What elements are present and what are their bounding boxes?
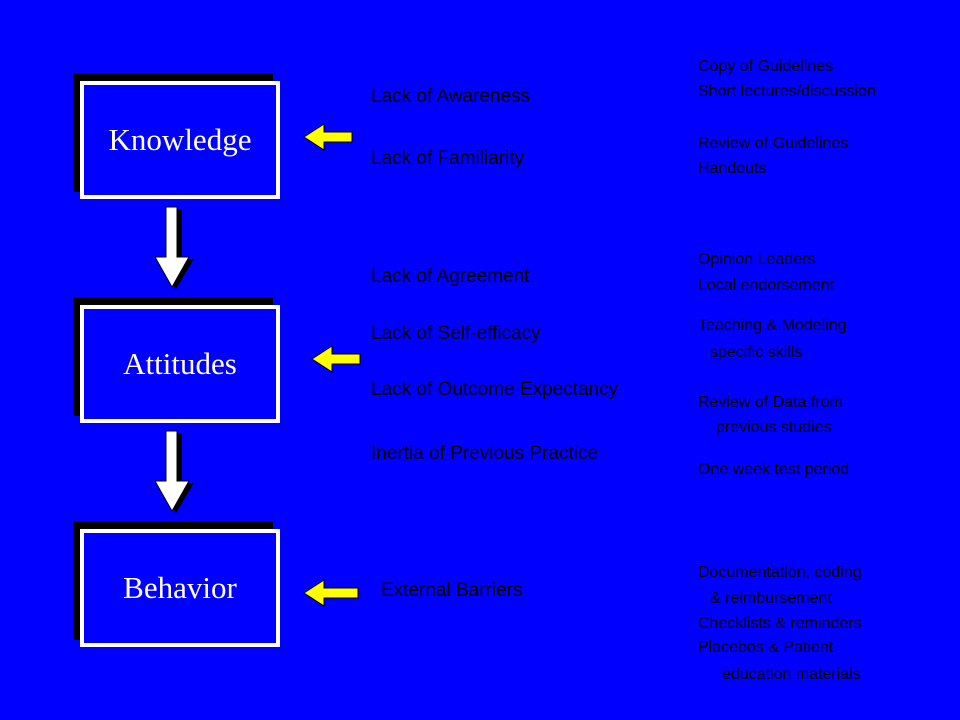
barrier-awareness: Lack of Awareness: [371, 86, 531, 107]
strategy-local-endorsement: Local endorsement: [698, 277, 835, 294]
behavior-box: Behavior: [80, 529, 280, 647]
barrier-inertia: Inertia of Previous Practice: [371, 443, 599, 464]
strategy-review-of-guidelines: Review of Guidelines: [698, 135, 849, 152]
down-arrow-attitudes-to-behavior: [154, 430, 194, 513]
left-arrow-attitudes: [311, 345, 361, 373]
barrier-outcome-expectancy: Lack of Outcome Expectancy: [371, 379, 619, 400]
barrier-agreement: Lack of Agreement: [371, 266, 530, 287]
left-arrow-knowledge: [303, 123, 353, 151]
barrier-self-efficacy: Lack of Self-efficacy: [371, 323, 541, 344]
strategy-short-lectures: Short lectures/discussion: [698, 83, 876, 100]
left-arrow-behavior: [303, 579, 359, 607]
behavior-label: Behavior: [123, 570, 237, 605]
knowledge-box: Knowledge: [80, 81, 280, 199]
barrier-external: External Barriers: [381, 580, 523, 601]
strategy-one-week-test: One week test period: [698, 461, 850, 478]
strategy-review-of-data: Review of Data from: [698, 394, 843, 411]
strategy-reimbursement: & reimbursement: [710, 590, 832, 607]
attitudes-box: Attitudes: [80, 305, 280, 423]
strategy-documentation-coding: Documentation, coding: [698, 564, 862, 581]
strategy-opinion-leaders: Opinion Leaders: [698, 251, 816, 268]
strategy-previous-studies: previous studies: [716, 419, 832, 436]
knowledge-label: Knowledge: [108, 122, 252, 157]
strategy-copy-of-guidelines: Copy of Guidelines: [698, 58, 834, 75]
strategy-handouts: Handouts: [698, 160, 767, 177]
attitudes-label: Attitudes: [123, 346, 237, 381]
strategy-education-materials: education materials: [722, 666, 861, 683]
strategy-checklists-reminders: Checklists & reminders: [698, 615, 862, 632]
strategy-teaching-modeling: Teaching & Modeling: [698, 317, 847, 334]
strategy-specific-skills: specific skills: [710, 344, 803, 361]
strategy-placebos-patient: Placebos & Patient: [698, 639, 834, 656]
barrier-familiarity: Lack of Familiarity: [371, 148, 525, 169]
down-arrow-knowledge-to-attitudes: [154, 206, 194, 289]
